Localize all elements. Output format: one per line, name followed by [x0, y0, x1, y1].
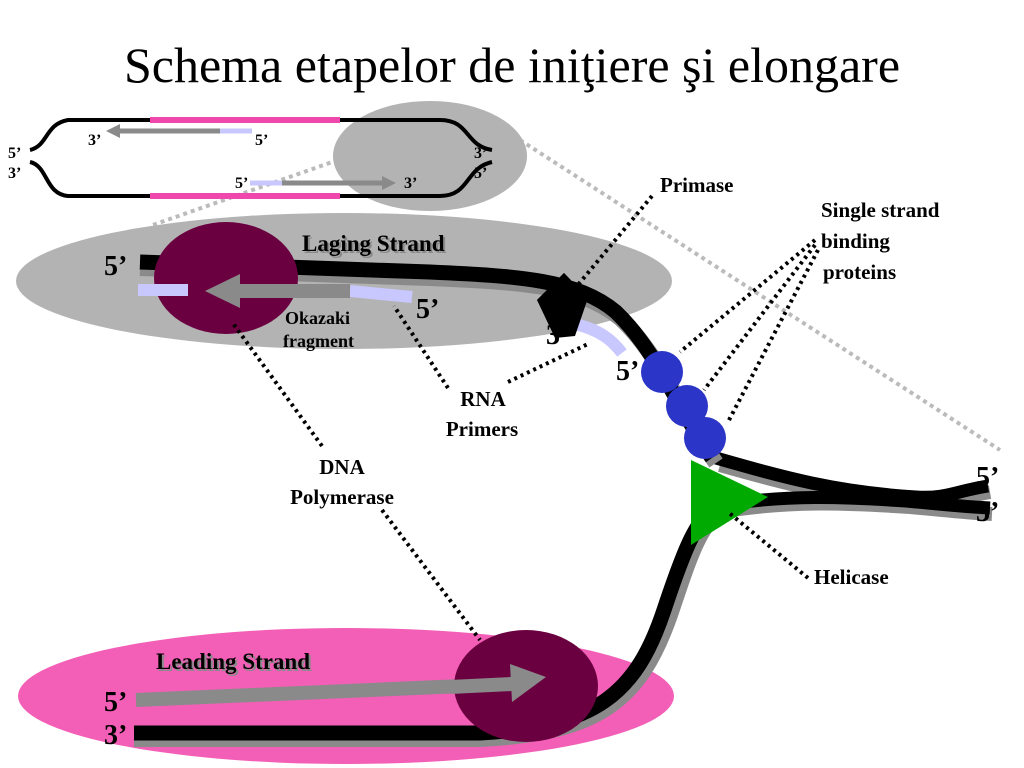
- inset-label-bottom-left: 5’: [235, 175, 248, 192]
- primase-label: Primase: [660, 173, 733, 197]
- ssb-protein-2: [666, 385, 708, 427]
- ssb-leader-2: [702, 243, 817, 392]
- inset-label-right-5: 5’: [474, 165, 487, 182]
- leading-strand-label: Leading Strand: [156, 649, 310, 674]
- rna-primer-leader-2: [507, 341, 591, 384]
- duplex-3-label: 3’: [976, 497, 999, 528]
- dna-polymerase-label-line-2: Polymerase: [290, 485, 394, 509]
- inset-bottom-strand-right: [340, 160, 493, 198]
- helicase-leader: [726, 510, 810, 580]
- inset-label-left-5: 5’: [8, 145, 21, 162]
- inset-top-strand: [29, 118, 150, 152]
- inset-lagging-arrowhead: [106, 124, 120, 138]
- inset-replication-bubble: 3’ 5’ 5’ 3’ 5’ 3’ 3’ 5’: [8, 101, 527, 211]
- leading-new-strand: [135, 677, 511, 707]
- ssb-protein-3: [684, 417, 726, 459]
- primase-top: [537, 273, 588, 332]
- leading-5-label: 5’: [104, 687, 127, 718]
- rna-primer-leader-1: [392, 304, 450, 390]
- lagging-strand-label-shadow: Laging Strand: [304, 233, 447, 258]
- inset-top-strand-right: [340, 118, 493, 152]
- inset-label-right-3: 3’: [474, 145, 487, 162]
- inset-label-top-right: 5’: [255, 132, 268, 149]
- leading-arrowhead: [510, 664, 546, 702]
- primer-5-label: 5’: [616, 356, 639, 387]
- helicase: [691, 460, 768, 545]
- helicase-label: Helicase: [814, 565, 889, 589]
- inset-label-bottom-right: 3’: [404, 175, 417, 192]
- lagging-left-5-label: 5’: [104, 251, 127, 282]
- leading-strand-label-shadow: Leading Strand: [158, 651, 312, 676]
- leading-3-label: 3’: [104, 720, 127, 751]
- polymerase-leader-2: [380, 508, 482, 642]
- okazaki-arrowhead-over: [205, 274, 240, 308]
- ssb-leader-1: [678, 238, 817, 354]
- ssb-label-line-2: binding: [821, 229, 890, 253]
- okazaki-primer: [349, 285, 413, 303]
- inset-leading-arrowhead: [382, 176, 396, 190]
- rna-primers-label-line-1: RNA: [460, 387, 506, 411]
- lagging-strand-label: Laging Strand: [302, 231, 445, 256]
- dna-polymerase-label-line-1: DNA: [319, 455, 365, 479]
- okazaki-label-line-2: fragment: [283, 331, 354, 351]
- inset-bottom-strand: [29, 160, 150, 198]
- ssb-leader-3: [726, 249, 820, 423]
- okazaki-5-label: 5’: [416, 294, 439, 325]
- ssb-protein-1: [641, 351, 683, 393]
- rna-primers-label-line-2: Primers: [446, 417, 518, 441]
- inset-label-left-3: 3’: [8, 165, 21, 182]
- ssb-label-line-1: Single strand: [821, 198, 940, 222]
- ssb-label-line-3: proteins: [823, 260, 896, 284]
- lagging-okazaki-over-poly: [138, 284, 188, 296]
- inset-label-top-left: 3’: [88, 132, 101, 149]
- leading-new-strand-over: [449, 677, 513, 694]
- lagging-dna-polymerase: [154, 222, 298, 334]
- fork-primer: [573, 318, 627, 357]
- polymerase-leader-1: [230, 320, 324, 448]
- okazaki-label-line-1: Okazaki: [285, 308, 350, 328]
- duplex-5-label: 5’: [976, 462, 999, 493]
- parental-duplex: [714, 451, 993, 521]
- diagram-title: Schema etapelor de iniţiere şi elongare: [124, 37, 900, 93]
- ssb-proteins: [641, 351, 726, 459]
